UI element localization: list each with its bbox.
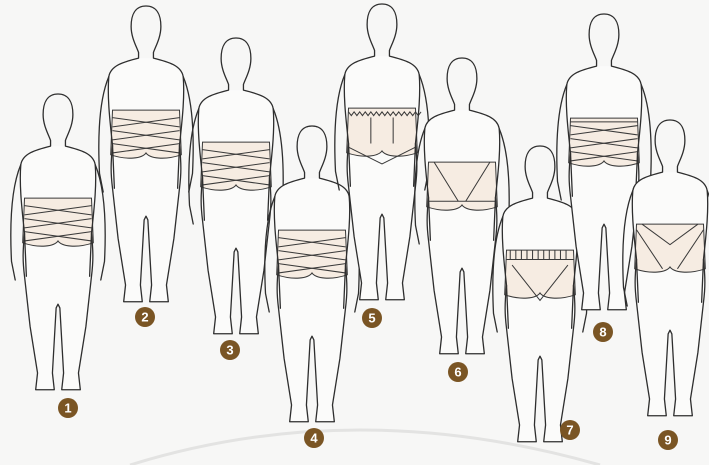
badge-number: 9 — [664, 433, 671, 448]
figure-badge-1: 1 — [58, 398, 78, 418]
badge-number: 1 — [64, 401, 71, 416]
badge-number: 4 — [310, 431, 318, 446]
garment — [635, 224, 706, 272]
garment — [23, 198, 94, 246]
badge-number: 3 — [226, 343, 233, 358]
garment — [111, 110, 182, 158]
garment — [201, 142, 272, 190]
badge-number: 7 — [566, 423, 573, 438]
figure-badge-5: 5 — [362, 308, 382, 328]
garment — [569, 118, 640, 166]
figure-5 — [335, 4, 429, 300]
figure-2 — [99, 6, 193, 302]
figure-3 — [189, 38, 283, 334]
figure-badge-9: 9 — [658, 430, 678, 450]
figure-badge-4: 4 — [304, 428, 324, 448]
garment — [505, 250, 576, 298]
figure-badge-6: 6 — [448, 362, 468, 382]
garment — [427, 162, 498, 210]
left-arm — [557, 85, 567, 200]
left-arm — [11, 165, 21, 280]
badge-number: 5 — [368, 311, 375, 326]
figure-1 — [11, 94, 105, 390]
left-arm — [335, 75, 345, 190]
badge-number: 6 — [454, 365, 461, 380]
right-arm — [95, 165, 105, 280]
left-arm — [189, 109, 199, 224]
figure-badge-8: 8 — [593, 322, 613, 342]
figure-badge-3: 3 — [220, 340, 240, 360]
figure-6 — [415, 58, 509, 354]
badge-number: 8 — [599, 325, 606, 340]
figure-badge-7: 7 — [560, 420, 580, 440]
garment — [277, 230, 348, 278]
left-arm — [99, 77, 109, 192]
figure-badge-2: 2 — [135, 307, 155, 327]
badge-number: 2 — [141, 310, 148, 325]
figure-4 — [265, 126, 359, 422]
